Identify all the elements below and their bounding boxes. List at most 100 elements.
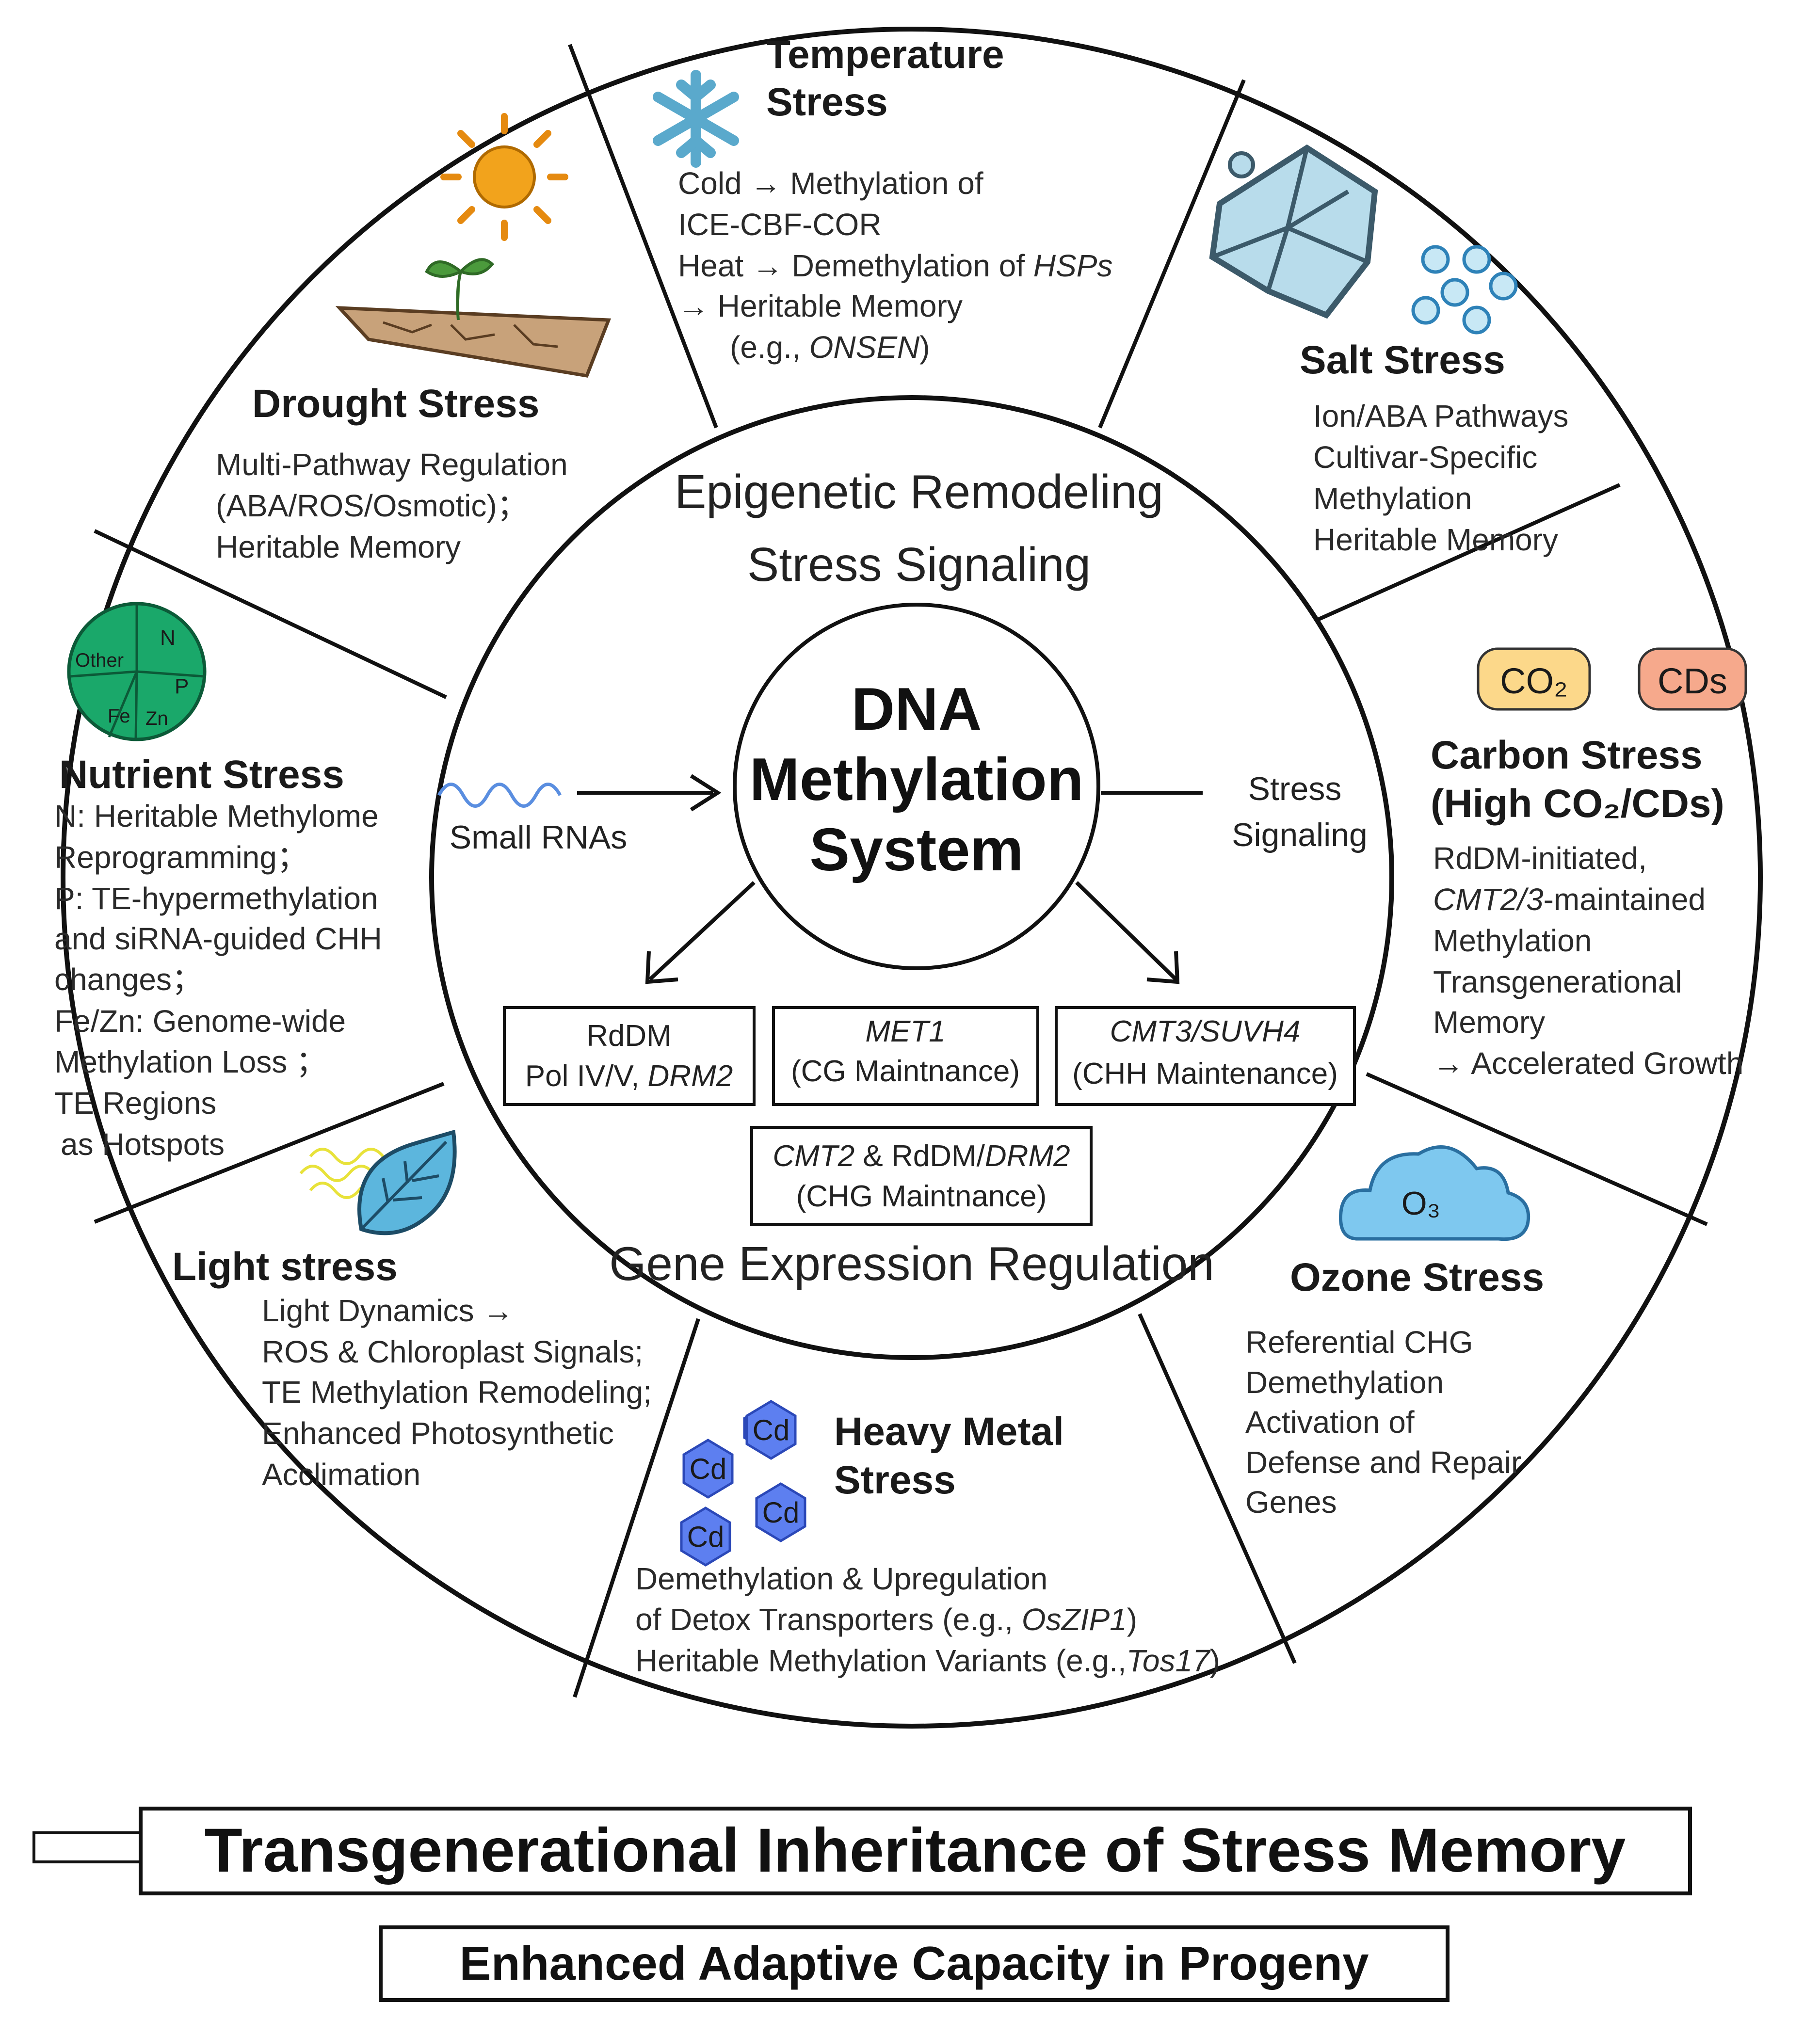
nutrient-line-5: changes； bbox=[54, 962, 203, 997]
sector-dividers bbox=[94, 44, 1708, 1698]
salt-line-2: Cultivar-Specific bbox=[1313, 440, 1537, 475]
dry-soil-icon bbox=[335, 306, 612, 378]
carbon-line-6: → Accelerated Growth bbox=[1433, 1046, 1743, 1081]
cd-hex-group: Cd Cd Cd Cd bbox=[680, 1400, 806, 1567]
temperature-line-2: ICE-CBF-COR bbox=[678, 207, 882, 242]
core-circle bbox=[733, 603, 1100, 970]
heavy-metal-line-2: of Detox Transporters (e.g., OsZIP1) bbox=[635, 1602, 1137, 1637]
stress-signaling-label-1: Stress bbox=[1248, 770, 1342, 807]
carbon-line-1: RdDM-initiated, bbox=[1433, 841, 1647, 876]
snowflake-icon bbox=[653, 70, 739, 168]
sprout-icon bbox=[425, 258, 495, 320]
nutrient-line-2: Reprogramming； bbox=[54, 840, 308, 875]
ring-label-epigenetic: Epigenetic Remodeling bbox=[675, 465, 1163, 518]
core-title-line3: System bbox=[809, 817, 1023, 883]
carbon-line-5: Memory bbox=[1433, 1005, 1545, 1040]
sub-banner-text: Enhanced Adaptive Capacity in Progeny bbox=[459, 1937, 1369, 1990]
cd-hex-icon bbox=[755, 1482, 806, 1542]
light-line-5: Acclimation bbox=[262, 1457, 420, 1492]
nutrient-line-9: as Hotspots bbox=[61, 1127, 225, 1162]
light-title: Light stress bbox=[172, 1245, 398, 1289]
salt-title: Salt Stress bbox=[1300, 338, 1505, 382]
core-title-line1: DNA bbox=[852, 676, 982, 743]
met1-box-line1: MET1 bbox=[865, 1015, 945, 1048]
salt-line-1: Ion/ABA Pathways bbox=[1313, 399, 1569, 433]
cd-hex-icon bbox=[745, 1400, 797, 1460]
cmt2-box-line2: (CHG Maintnance) bbox=[796, 1180, 1047, 1213]
pie-label-fe: Fe bbox=[108, 705, 130, 727]
ozone-cloud-icon bbox=[1338, 1145, 1530, 1241]
rddm-box-line2: Pol IV/V, DRM2 bbox=[525, 1059, 733, 1093]
light-line-2: ROS & Chloroplast Signals; bbox=[262, 1334, 643, 1369]
main-banner-box bbox=[139, 1807, 1692, 1895]
cd-hex-label: Cd bbox=[687, 1521, 725, 1553]
heavy-metal-title-1: Heavy Metal bbox=[834, 1410, 1064, 1454]
sun-icon bbox=[440, 113, 568, 241]
temperature-title-1: Temperature bbox=[766, 32, 1004, 77]
carbon-line-4: Transgenerational bbox=[1433, 964, 1682, 999]
cmt3-box-line2: (CHH Maintenance) bbox=[1072, 1057, 1338, 1090]
cmt3-box bbox=[1055, 1006, 1356, 1106]
pie-label-other: Other bbox=[75, 650, 124, 671]
ring-label-stress-signaling: Stress Signaling bbox=[747, 538, 1091, 591]
nutrient-title: Nutrient Stress bbox=[59, 753, 344, 797]
temperature-line-1: Cold → Methylation of bbox=[678, 166, 983, 201]
leaf-vein-icon bbox=[360, 1140, 448, 1231]
ozone-badge-label: O₃ bbox=[1401, 1185, 1441, 1222]
drought-line-3: Heritable Memory bbox=[216, 529, 461, 564]
ozone-line-2: Demethylation bbox=[1245, 1365, 1444, 1400]
temperature-line-5: (e.g., ONSEN) bbox=[730, 330, 930, 365]
temperature-line-3: Heat → Demethylation of HSPs bbox=[678, 248, 1112, 283]
arrow-to-cmt3 bbox=[1075, 881, 1177, 981]
nutrient-line-3: P: TE-hypermethylation bbox=[54, 881, 378, 916]
small-rnas-arrowhead bbox=[690, 774, 722, 812]
small-rnas-label: Small RNAs bbox=[450, 819, 628, 856]
cd-hex-icon bbox=[682, 1439, 734, 1499]
carbon-title-2: (High CO₂/CDs) bbox=[1431, 782, 1724, 826]
cd-hex-label: Cd bbox=[753, 1414, 790, 1446]
rddm-box bbox=[503, 1006, 756, 1106]
main-banner-connector bbox=[32, 1831, 142, 1863]
stress-signaling-label-2: Signaling bbox=[1232, 817, 1368, 853]
soil-cracks-icon bbox=[383, 321, 558, 348]
light-line-1: Light Dynamics → bbox=[262, 1293, 514, 1328]
nutrient-line-1: N: Heritable Methylome bbox=[54, 799, 379, 833]
nutrient-line-8: TE Regions bbox=[54, 1086, 216, 1121]
ozone-line-4: Defense and Repair bbox=[1245, 1445, 1521, 1480]
met1-box-line2: (CG Maintnance) bbox=[791, 1055, 1020, 1088]
arrow-to-rddm-head bbox=[645, 951, 678, 984]
ozone-title: Ozone Stress bbox=[1290, 1255, 1544, 1299]
heavy-metal-line-1: Demethylation & Upregulation bbox=[635, 1561, 1047, 1596]
heavy-metal-title-2: Stress bbox=[834, 1458, 956, 1502]
drought-line-1: Multi-Pathway Regulation bbox=[216, 447, 568, 482]
core-title-line2: Methylation bbox=[750, 746, 1084, 813]
cmt2-box-line1: CMT2 & RdDM/DRM2 bbox=[773, 1139, 1070, 1173]
ring-label-gene-expression: Gene Expression Regulation bbox=[609, 1237, 1214, 1290]
cd-hex-label: Cd bbox=[690, 1453, 727, 1485]
pie-label-zn: Zn bbox=[145, 708, 168, 729]
cd-hex-icon bbox=[680, 1506, 731, 1567]
pie-label-p: P bbox=[175, 674, 189, 698]
nutrient-line-7: Methylation Loss ； bbox=[54, 1044, 327, 1079]
salt-line-4: Heritable Memory bbox=[1313, 522, 1558, 557]
light-line-3: TE Methylation Remodeling; bbox=[262, 1375, 652, 1410]
heavy-metal-line-3: Heritable Methylation Variants (e.g.,Tos… bbox=[635, 1643, 1220, 1678]
cmt2-box bbox=[750, 1126, 1093, 1226]
drought-title: Drought Stress bbox=[252, 382, 539, 426]
co2-badge-label: CO₂ bbox=[1500, 661, 1568, 701]
carbon-title-1: Carbon Stress bbox=[1431, 733, 1703, 777]
cmt3-box-line1: CMT3/SUVH4 bbox=[1110, 1015, 1301, 1048]
temperature-line-4: → Heritable Memory bbox=[678, 288, 963, 323]
cd-hex-label: Cd bbox=[762, 1496, 800, 1529]
main-banner-text: Transgenerational Inheritance of Stress … bbox=[205, 1816, 1626, 1885]
arrow-to-cmt3-head bbox=[1146, 951, 1180, 984]
light-line-4: Enhanced Photosynthetic bbox=[262, 1416, 614, 1451]
ozone-line-5: Genes bbox=[1245, 1485, 1337, 1520]
ozone-line-3: Activation of bbox=[1245, 1405, 1415, 1440]
cds-badge bbox=[1638, 647, 1747, 711]
nutrient-line-6: Fe/Zn: Genome-wide bbox=[54, 1004, 346, 1039]
met1-box bbox=[772, 1006, 1039, 1106]
drought-line-2: (ABA/ROS/Osmotic)； bbox=[216, 488, 528, 523]
rddm-box-line1: RdDM bbox=[586, 1019, 672, 1053]
